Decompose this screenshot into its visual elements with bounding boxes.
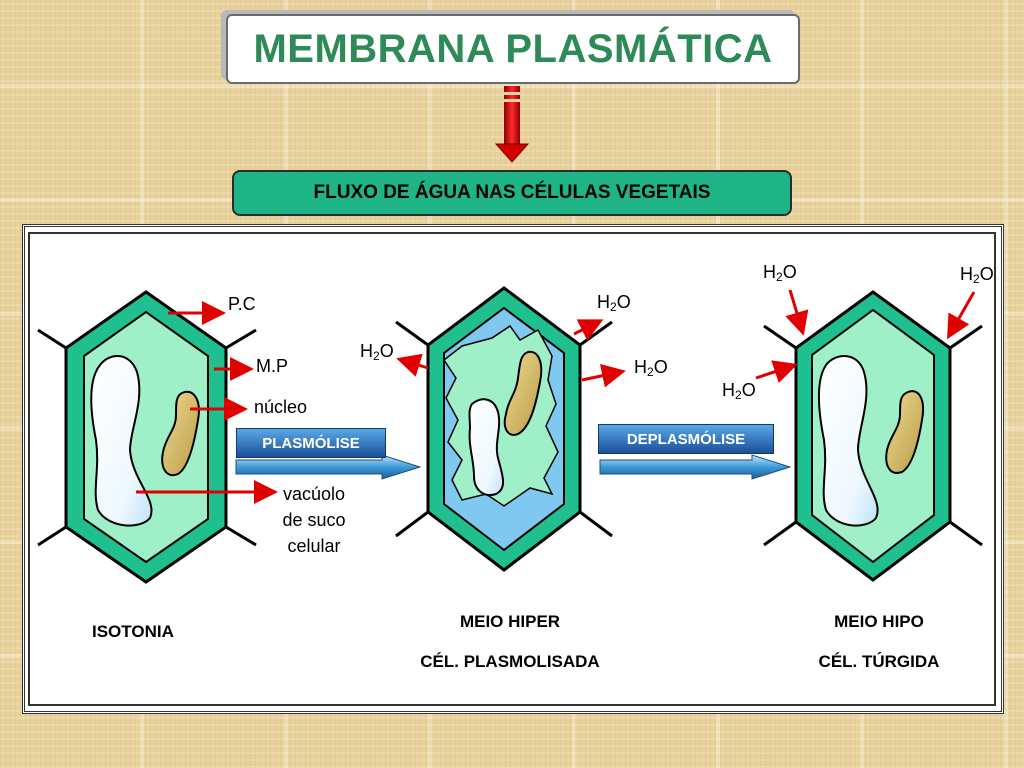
water-label: H2O (722, 380, 756, 402)
water-o: O (616, 292, 631, 312)
water-o: O (379, 341, 394, 361)
cell-turgida (763, 290, 983, 582)
water-o: O (979, 264, 994, 284)
nucleus (161, 390, 200, 477)
vacuole (818, 355, 879, 527)
water-out-arrows (396, 319, 626, 388)
process-arrow-deplasmolise (599, 454, 792, 480)
water-sub: 2 (610, 300, 617, 314)
water-sub: 2 (647, 365, 654, 379)
water-sub: 2 (373, 349, 380, 363)
nucleus (885, 390, 924, 474)
plasmolise-label: PLASMÓLISE (236, 428, 386, 458)
caption-isotonia: ISOTONIA (92, 622, 174, 641)
label-pc: P.C (228, 294, 256, 314)
caption-hiper-line2: CÉL. PLASMOLISADA (420, 652, 600, 671)
label-vacuolo-line2: de suco (282, 510, 346, 530)
title-box: MEMBRANA PLASMÁTICA (226, 14, 800, 84)
caption-hipo-line1: MEIO HIPO (834, 612, 924, 631)
water-label: H2O (634, 357, 668, 379)
water-h: H (763, 262, 776, 282)
subtitle-box: FLUXO DE ÁGUA NAS CÉLULAS VEGETAIS (232, 170, 792, 216)
caption-hiper: MEIO HIPER CÉL. PLASMOLISADA (380, 602, 640, 682)
caption-hiper-line1: MEIO HIPER (459, 612, 561, 631)
process-arrow-plasmolise (235, 454, 422, 480)
neighbor-wall-lines (37, 328, 257, 547)
vacuole (90, 355, 153, 527)
label-nucleo: núcleo (254, 397, 308, 417)
water-o: O (653, 357, 668, 377)
page-title: MEMBRANA PLASMÁTICA (253, 26, 773, 71)
label-vacuolo-line3: celular (287, 536, 341, 556)
subtitle: FLUXO DE ÁGUA NAS CÉLULAS VEGETAIS (313, 182, 711, 203)
water-label: H2O (960, 264, 994, 286)
water-h: H (634, 357, 647, 377)
label-mp: M.P (256, 356, 289, 376)
vacuole (468, 398, 504, 496)
nucleus (503, 350, 543, 436)
water-h: H (360, 341, 373, 361)
water-o: O (782, 262, 797, 282)
water-o: O (741, 380, 756, 400)
caption-hipo: MEIO HIPO CÉL. TÚRGIDA (774, 602, 984, 682)
water-label: H2O (763, 262, 797, 284)
cell-plasmolisada (395, 286, 613, 572)
water-in-arrows (755, 289, 976, 384)
water-label: H2O (597, 292, 631, 314)
water-h: H (722, 380, 735, 400)
label-vacuolo: vacúolo de suco celular (276, 481, 352, 559)
label-vacuolo-line1: vacúolo (282, 484, 346, 504)
water-sub: 2 (973, 272, 980, 286)
water-sub: 2 (776, 270, 783, 284)
caption-hipo-line2: CÉL. TÚRGIDA (818, 652, 940, 671)
water-sub: 2 (735, 388, 742, 402)
label-pointers (136, 301, 278, 504)
deplasmolise-label: DEPLASMÓLISE (598, 424, 774, 454)
water-h: H (960, 264, 973, 284)
water-label: H2O (360, 341, 394, 363)
cell-isotonia (37, 290, 257, 584)
water-h: H (597, 292, 610, 312)
